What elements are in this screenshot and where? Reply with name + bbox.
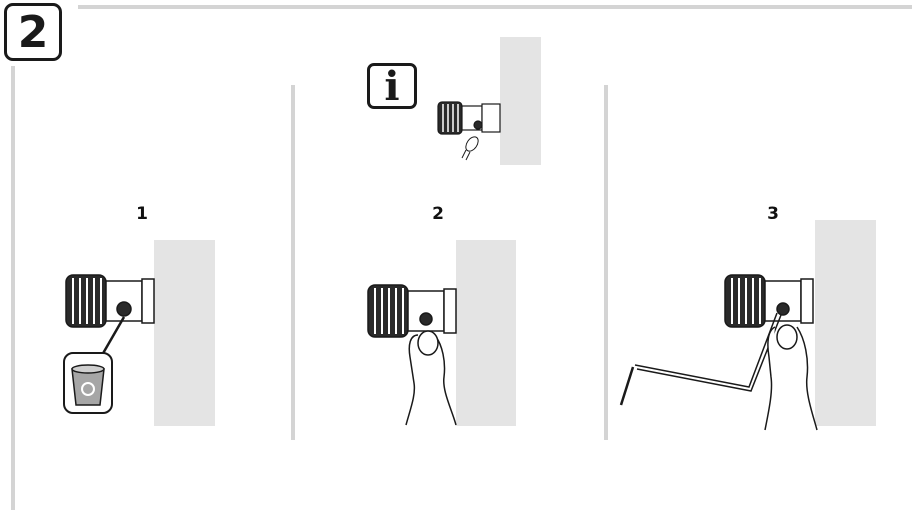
recycle-bin-icon (63, 352, 113, 414)
finger-icon (461, 136, 479, 161)
divider-1 (291, 85, 295, 440)
valve-cap-icon (367, 284, 457, 338)
wall-panel-3 (815, 220, 876, 426)
left-rule (11, 66, 15, 510)
valve-cap-icon (437, 101, 501, 135)
panel-2-illustration (367, 284, 457, 426)
wall-panel-1 (154, 240, 215, 426)
panel-1-illustration (63, 274, 155, 414)
divider-2 (604, 85, 608, 440)
info-valve-illustration (437, 101, 501, 161)
step-number-badge: 2 (4, 3, 62, 61)
info-icon: i (367, 63, 417, 110)
valve-cap-icon (724, 274, 814, 328)
panel-2-label: 2 (432, 204, 444, 224)
finger-icon (764, 324, 818, 431)
header-rule (78, 5, 912, 9)
finger-icon (405, 330, 457, 426)
panel-3-label: 3 (767, 204, 779, 224)
panel-1-label: 1 (136, 204, 148, 224)
wall-info (500, 37, 541, 165)
panel-3-illustration (619, 274, 818, 431)
wall-panel-2 (456, 240, 516, 426)
valve-cap-icon (65, 274, 155, 328)
